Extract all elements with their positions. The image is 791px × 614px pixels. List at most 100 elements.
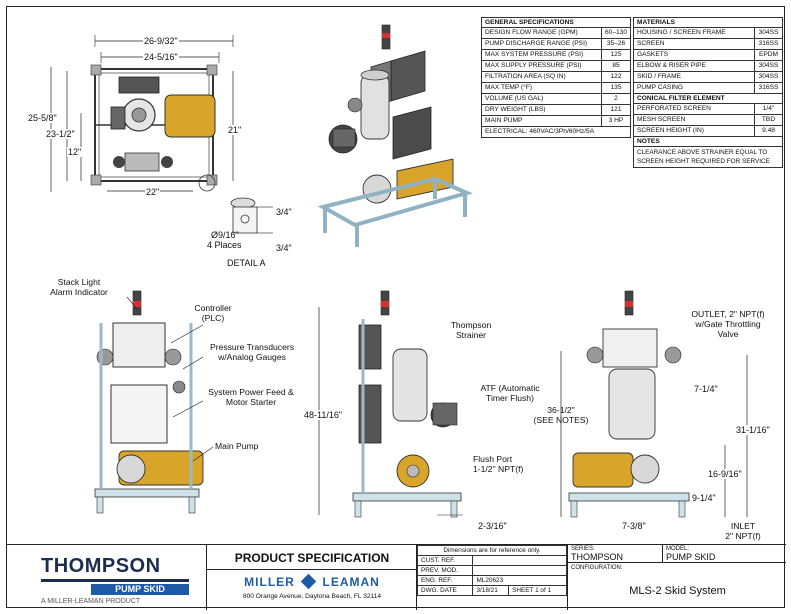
electrical-spec: ELECTRICAL: 460VAC/3Ph/60Hz/5A	[481, 126, 631, 138]
general-spec-label: MAIN PUMP	[481, 115, 602, 127]
general-spec-label: MAX SYSTEM PRESSURE (PSI)	[481, 49, 602, 61]
conical-filter-title: CONICAL FILTER ELEMENT	[633, 94, 783, 103]
eng-ref-label: ENG. REF.	[416, 575, 474, 586]
miller-leaman-logo: MILLER LEAMAN	[207, 573, 417, 590]
model-value: PUMP SKID	[666, 552, 716, 562]
dim-bottom-width: 22"	[145, 187, 161, 197]
cust-ref-value	[472, 555, 567, 566]
dim-inlet-level: 9-1/4"	[691, 493, 717, 503]
dim-overall-depth: 25-5/8"	[27, 113, 58, 123]
material-value: 304SS	[754, 71, 783, 83]
general-spec-value: 2	[600, 93, 632, 105]
prev-mod-value	[472, 565, 567, 576]
company-left: MILLER	[244, 575, 295, 589]
company-address: 800 Orange Avenue, Daytona Beach, FL 321…	[242, 593, 382, 600]
logo-sub-text: PUMP SKID	[91, 584, 189, 595]
thompson-logo: THOMPSON PUMP SKID A MILLER-LEAMAN PRODU…	[7, 545, 207, 610]
general-spec-row: FILTRATION AREA (SQ IN)122	[481, 71, 632, 83]
dim-pump-offset: 2-3/16"	[477, 521, 508, 531]
conical-filter-value: TBD	[754, 114, 783, 126]
general-spec-value: 121	[600, 104, 632, 116]
front-view-drawing	[94, 290, 204, 514]
material-value: 304SS	[754, 27, 783, 39]
rear-view-drawing	[560, 290, 748, 518]
material-value: 316SS	[754, 82, 783, 94]
top-view-drawing	[50, 35, 234, 192]
material-label: PUMP CASING	[633, 82, 755, 94]
company-right: LEAMAN	[322, 575, 380, 589]
general-spec-label: FILTRATION AREA (SQ IN)	[481, 71, 602, 83]
dim-outlet-height: 31-1/16"	[735, 425, 771, 435]
spec-heading-cell: PRODUCT SPECIFICATION MILLER LEAMAN 800 …	[207, 545, 417, 610]
general-spec-value: 60–130	[600, 27, 632, 39]
side-view-drawing	[318, 290, 463, 518]
sheet-number: SHEET 1 of 1	[508, 585, 567, 596]
dim-frame-width: 24-5/16"	[143, 52, 179, 62]
dim-frame-depth: 23-1/2"	[45, 129, 76, 139]
general-spec-label: MAX SUPPLY PRESSURE (PSI)	[481, 60, 602, 72]
material-value: 304SS	[754, 60, 783, 72]
general-spec-row: MAX SYSTEM PRESSURE (PSI)125	[481, 49, 632, 61]
dim-overall-width: 26-9/32"	[143, 36, 179, 46]
notes-text: CLEARANCE ABOVE STRAINER EQUAL TO SCREEN…	[633, 146, 783, 168]
logo-tag-text: A MILLER-LEAMAN PRODUCT	[41, 598, 141, 605]
general-spec-label: DESIGN FLOW RANGE (GPM)	[481, 27, 602, 39]
callout-main-pump: Main Pump	[215, 441, 259, 451]
material-value: 316SS	[754, 38, 783, 50]
dims-note: Dimensions are for reference only.	[417, 545, 567, 556]
general-spec-row: PUMP DISCHARGE RANGE (PSI)35–26	[481, 38, 632, 50]
eng-ref-value: ML20623	[472, 575, 567, 586]
diamond-icon	[300, 573, 317, 590]
notes-title: NOTES	[633, 137, 783, 146]
materials-title: MATERIALS	[633, 17, 783, 27]
logo-main-text: THOMPSON	[41, 555, 161, 577]
material-label: SCREEN	[633, 38, 755, 50]
callout-pressure-transducers: Pressure Transducers w/Analog Gauges	[209, 342, 295, 362]
cust-ref-label: CUST. REF.	[416, 555, 474, 566]
callout-controller: Controller (PLC)	[194, 303, 232, 323]
front-leader-lines	[126, 296, 214, 462]
general-specs-title: GENERAL SPECIFICATIONS	[481, 17, 631, 27]
heading-divider	[207, 569, 417, 570]
callout-power-feed: System Power Feed & Motor Starter	[208, 387, 294, 407]
general-spec-label: DRY WEIGHT (LBS)	[481, 104, 602, 116]
dim-half-depth: 12"	[67, 147, 83, 157]
general-spec-row: MAX TEMP (°F)135	[481, 82, 632, 94]
material-label: ELBOW & RISER PIPE	[633, 60, 755, 72]
configuration-cell: CONFIGURATION: MLS-2 Skid System	[567, 563, 786, 610]
title-block: THOMPSON PUMP SKID A MILLER-LEAMAN PRODU…	[7, 544, 786, 610]
model-label: MODEL:	[666, 546, 690, 552]
material-label: GASKETS	[633, 49, 755, 61]
conical-filter-label: MESH SCREEN	[633, 114, 755, 126]
model-cell: MODEL: PUMP SKID	[663, 545, 786, 563]
general-spec-row: DRY WEIGHT (LBS)121	[481, 104, 632, 116]
detail-a-places: 4 Places	[207, 240, 242, 250]
material-label: SKID / FRAME	[633, 71, 755, 83]
callout-stack-light: Stack Light Alarm Indicator	[50, 277, 108, 297]
callout-flush-port: Flush Port 1-1/2" NPT(f)	[473, 454, 524, 474]
prev-mod-label: PREV. MOD.	[416, 565, 474, 576]
detail-a-hole-size: Ø9/16"	[211, 230, 239, 240]
conical-filter-row: SCREEN HEIGHT (IN)9.48	[633, 125, 783, 137]
config-value: MLS-2 Skid System	[629, 585, 726, 597]
callout-atf: ATF (Automatic Timer Flush)	[480, 383, 540, 403]
dwg-date-value: 3/18/21	[472, 585, 510, 596]
general-spec-row: VOLUME (US GAL)2	[481, 93, 632, 105]
general-spec-value: 135	[600, 82, 632, 94]
material-label: HOUSING / SCREEN FRAME	[633, 27, 755, 39]
general-spec-value: 35–26	[600, 38, 632, 50]
spec-heading: PRODUCT SPECIFICATION	[234, 551, 390, 565]
general-spec-row: DESIGN FLOW RANGE (GPM)60–130	[481, 27, 632, 39]
detail-a-dim-top: 3/4"	[275, 207, 293, 217]
general-spec-label: PUMP DISCHARGE RANGE (PSI)	[481, 38, 602, 50]
conical-filter-value: 9.48	[754, 125, 783, 137]
general-specifications-table: GENERAL SPECIFICATIONS DESIGN FLOW RANGE…	[481, 17, 632, 138]
conical-filter-label: SCREEN HEIGHT (IN)	[633, 125, 755, 137]
series-cell: SERIES: THOMPSON	[567, 545, 663, 563]
